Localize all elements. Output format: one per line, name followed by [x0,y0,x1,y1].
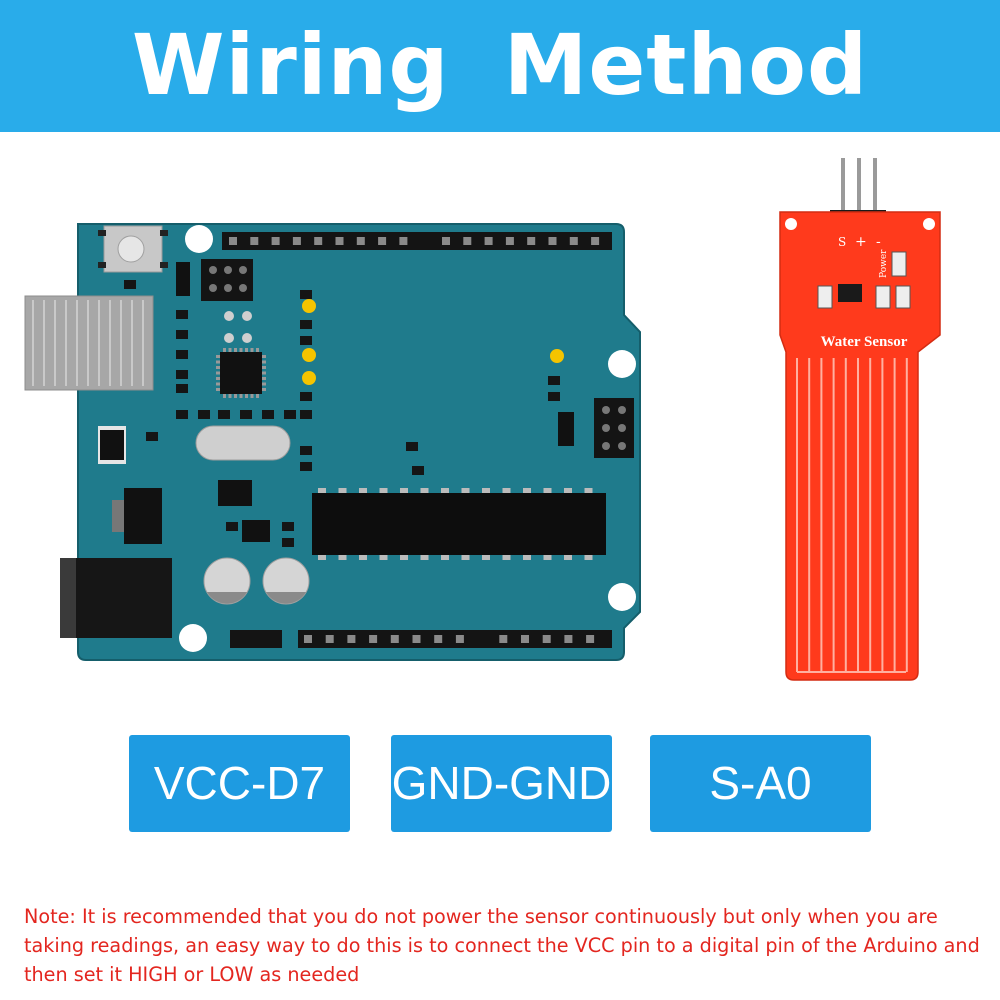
sensor-label: Water Sensor [821,334,908,350]
note-text: Note: It is recommended that you do not … [24,905,980,986]
status-leds [302,299,564,385]
connection-vcc-d7: VCC-D7 [129,735,350,832]
connection-gnd-gnd: GND-GND [391,735,612,832]
page-title: Wiring Method [131,16,869,114]
usb-connector [24,295,154,391]
icsp-header-top [201,259,253,301]
title-banner: Wiring Method [0,0,1000,132]
voltage-regulator [124,488,162,544]
capacitors [203,557,310,605]
reset-button [98,225,168,273]
usb-chip [216,348,266,398]
power-jack [60,558,172,638]
power-analog-header [298,630,612,648]
icsp-header-right [594,398,634,458]
pin-label-s: S [838,235,846,249]
crystal [195,425,291,461]
pin-label-minus: - [876,234,881,250]
main-microcontroller [312,488,606,560]
connection-s-a0: S-A0 [650,735,871,832]
arduino-board [24,223,641,661]
pin-label-plus: + [855,234,867,250]
digital-header [222,232,612,250]
water-sensor-module: S + - Power Water Sensor [779,158,941,681]
power-label: Power [879,249,889,278]
